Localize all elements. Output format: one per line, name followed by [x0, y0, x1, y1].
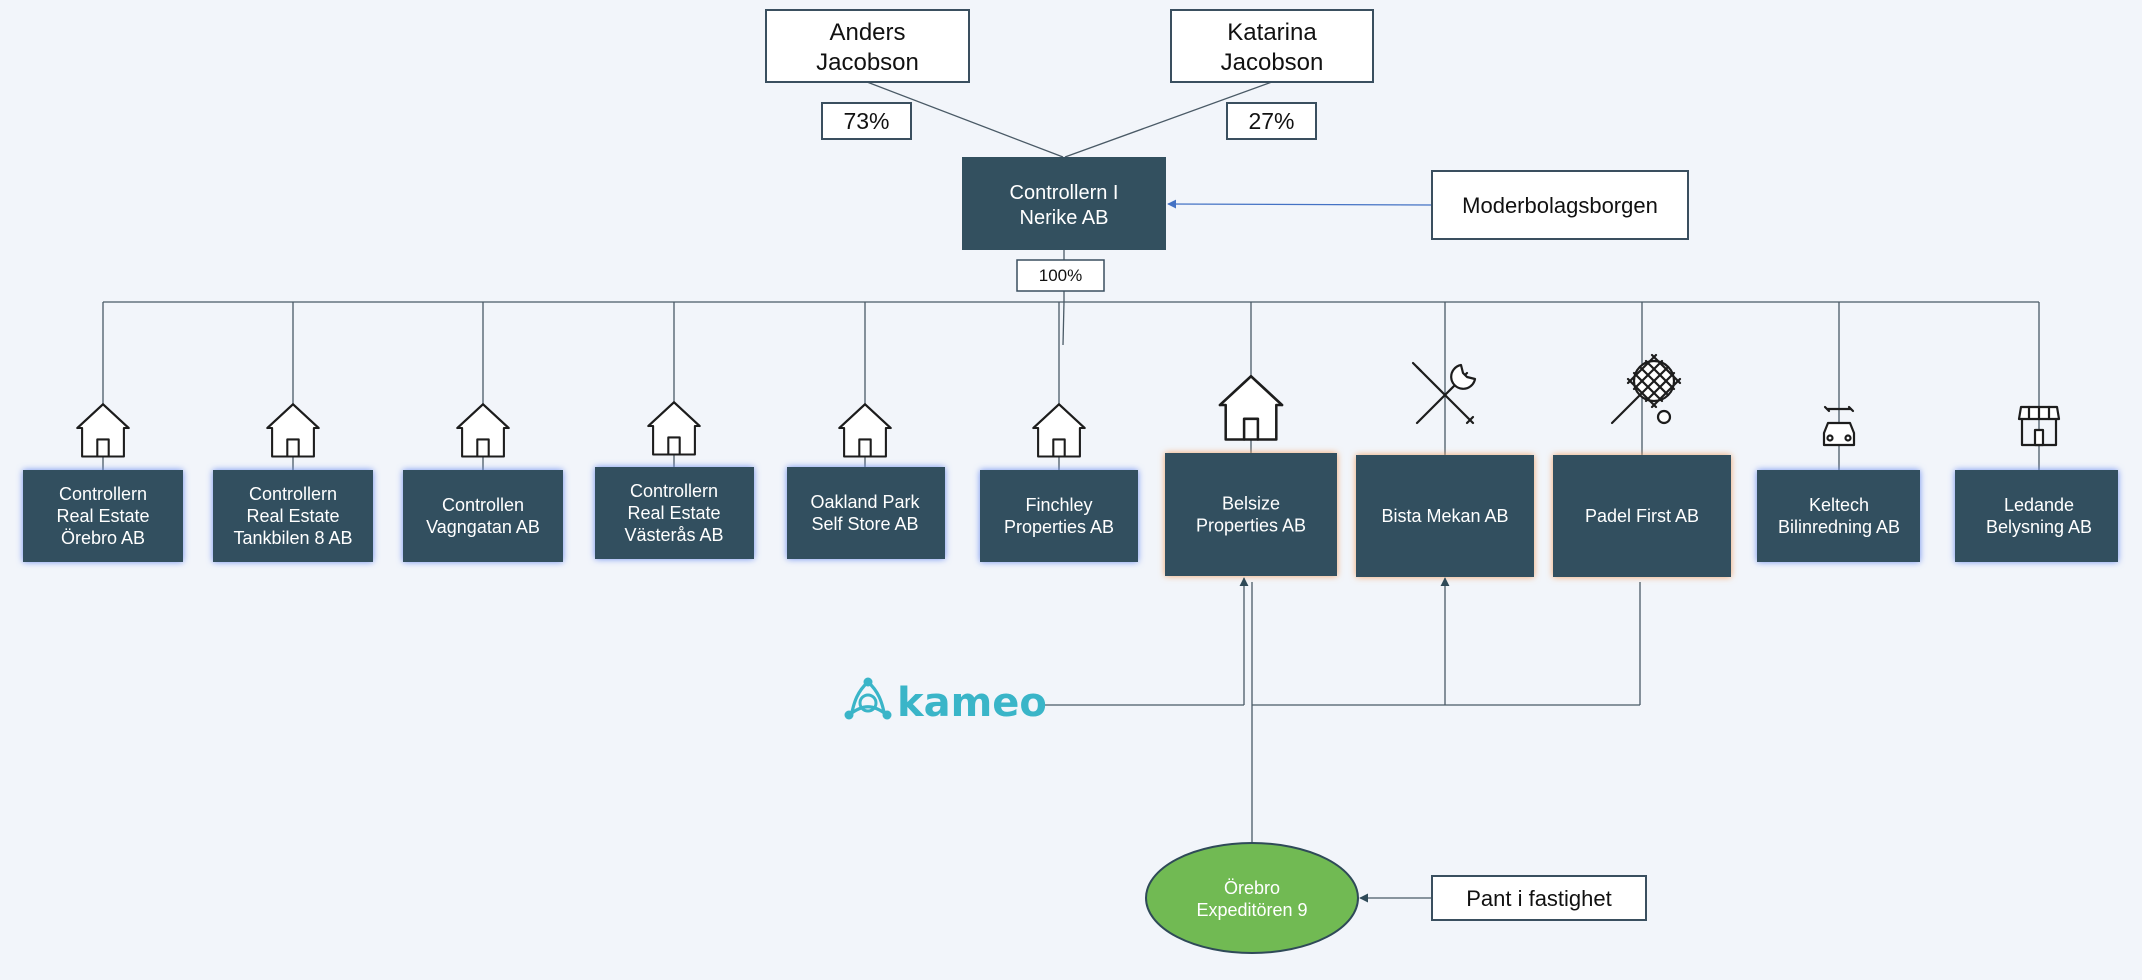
- share-value: 100%: [1039, 266, 1082, 285]
- share-badge-anders: 73%: [821, 102, 912, 140]
- car-repair-icon: [1822, 405, 1856, 447]
- owner-name-line1: Anders: [829, 19, 905, 46]
- pledge-label: Pant i fastighet: [1466, 886, 1612, 911]
- parent-name-line1: Controllern I: [1010, 182, 1119, 204]
- kameo-logo-icon: [844, 677, 892, 720]
- share-badge-katarina: 27%: [1226, 102, 1317, 140]
- house-icon: [1032, 403, 1086, 458]
- house-icon: [76, 403, 130, 458]
- property-node: Örebro Expeditören 9: [1145, 842, 1359, 954]
- subsidiary-name-line: Real Estate: [627, 503, 720, 523]
- subsidiary-name-line: Belysning AB: [1986, 517, 2092, 537]
- house-icon: [838, 403, 892, 458]
- subsidiary-name-line: Tankbilen 8 AB: [233, 528, 352, 548]
- tennis-racket-icon: [1610, 353, 1682, 425]
- pledge-note: Pant i fastighet: [1431, 875, 1647, 921]
- guarantee-note: Moderbolagsborgen: [1431, 170, 1689, 240]
- subsidiary-name-line: Real Estate: [246, 506, 339, 526]
- subsidiary-name-line: Örebro AB: [61, 528, 145, 548]
- owner-name-line2: Jacobson: [816, 49, 919, 76]
- subsidiary-name-line: Controllern: [630, 481, 718, 501]
- subsidiary-name-line: Belsize: [1222, 494, 1280, 514]
- house-icon: [1218, 374, 1284, 441]
- subsidiary-name-line: Västerås AB: [624, 525, 723, 545]
- subsidiary-name-line: Vagngatan AB: [426, 517, 540, 537]
- owner-katarina: Katarina Jacobson: [1170, 9, 1374, 83]
- guarantee-label: Moderbolagsborgen: [1462, 193, 1658, 218]
- kameo-logo: kameo: [844, 677, 1047, 726]
- tools-icon: [1411, 361, 1477, 425]
- subsidiary-name-line: Properties AB: [1004, 517, 1114, 537]
- storefront-icon: [2017, 405, 2061, 447]
- subsidiary-name-line: Self Store AB: [811, 514, 918, 534]
- subsidiary-company: Bista Mekan AB: [1356, 455, 1534, 577]
- subsidiary-name-line: Controllern: [249, 484, 337, 504]
- subsidiary-name-line: Properties AB: [1196, 516, 1306, 536]
- parent-company: Controllern I Nerike AB: [962, 157, 1166, 250]
- subsidiary-name-line: Bilinredning AB: [1778, 517, 1900, 537]
- subsidiary-name-line: Controllern: [59, 484, 147, 504]
- share-value: 73%: [843, 108, 889, 134]
- owner-name-line1: Katarina: [1227, 19, 1317, 46]
- subsidiary-name-line: Finchley: [1025, 495, 1092, 515]
- lender-name: kameo: [897, 680, 1047, 726]
- subsidiary-name-line: Oakland Park: [810, 492, 920, 512]
- share-value: 27%: [1248, 108, 1294, 134]
- house-icon: [456, 403, 510, 458]
- subsidiary-name-line: Bista Mekan AB: [1381, 506, 1508, 526]
- subsidiary-name-line: Keltech: [1809, 495, 1869, 515]
- owner-anders: Anders Jacobson: [765, 9, 970, 83]
- subsidiary-company: Padel First AB: [1553, 455, 1731, 577]
- subsidiary-name-line: Padel First AB: [1585, 506, 1699, 526]
- property-name-line2: Expeditören 9: [1196, 900, 1307, 920]
- subsidiary-name-line: Real Estate: [56, 506, 149, 526]
- parent-name-line2: Nerike AB: [1020, 207, 1109, 229]
- owner-link-katarina: [1064, 81, 1273, 158]
- bus-drop: [1062, 301, 1065, 346]
- subsidiary-name-line: Ledande: [2004, 495, 2074, 515]
- share-badge-parent: 100%: [1016, 259, 1105, 292]
- subsidiary-name-line: Controllen: [442, 495, 524, 515]
- guarantee-arrow: [1167, 199, 1433, 209]
- owner-name-line2: Jacobson: [1221, 49, 1324, 76]
- house-icon: [266, 403, 320, 458]
- property-name-line1: Örebro: [1224, 878, 1280, 898]
- owner-link-anders: [866, 81, 1064, 158]
- house-icon: [647, 401, 701, 456]
